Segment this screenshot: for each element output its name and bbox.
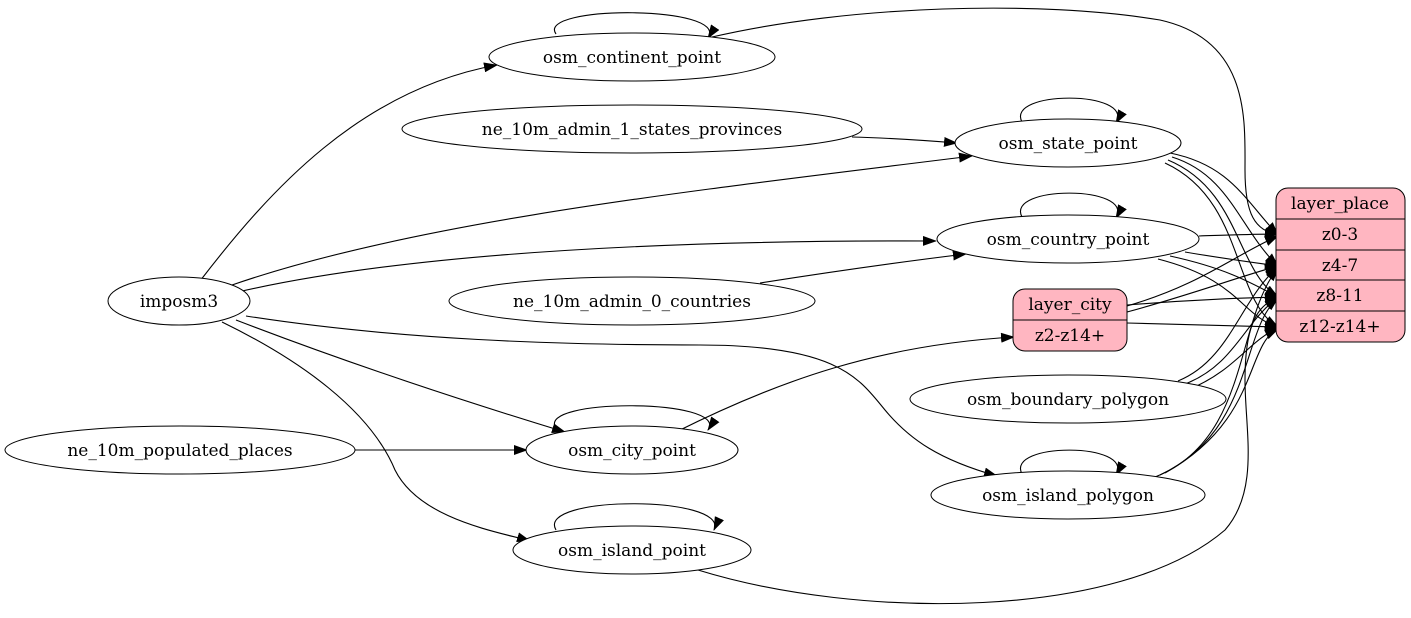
node-label: osm_state_point xyxy=(999,134,1138,154)
node-label: ne_10m_admin_1_states_provinces xyxy=(482,120,782,140)
node-ne_10m_populated_places[interactable]: ne_10m_populated_places xyxy=(4,425,356,475)
edge-osm_state_point-z12 xyxy=(1164,162,1279,328)
node-osm_island_point[interactable]: osm_island_point xyxy=(512,525,752,575)
edge-ne_10m_admin_0_countries-osm_country_point xyxy=(759,250,967,284)
edge-osm_city_point-layer_city xyxy=(675,332,1015,433)
node-label: osm_island_polygon xyxy=(982,486,1154,506)
edge-self-osm_city_point xyxy=(553,405,720,431)
node-osm_city_point[interactable]: osm_city_point xyxy=(525,425,739,475)
edge-osm_boundary_polygon-z12 xyxy=(1191,327,1279,389)
node-osm_island_polygon[interactable]: osm_island_polygon xyxy=(930,470,1206,520)
record-field: z4-7 xyxy=(1322,256,1358,276)
node-label: ne_10m_populated_places xyxy=(67,441,292,461)
edge-layer_city-z4-7 xyxy=(1126,264,1279,313)
record-field: z8-11 xyxy=(1316,286,1363,306)
edge-layer_city-z12 xyxy=(1126,321,1279,332)
edge-self-osm_island_point xyxy=(553,503,724,531)
node-label: osm_boundary_polygon xyxy=(967,390,1169,410)
node-osm_country_point[interactable]: osm_country_point xyxy=(936,214,1200,264)
edge-osm_state_point-z4-7 xyxy=(1171,156,1279,267)
edge-osm_boundary_polygon-z4-7 xyxy=(1177,266,1279,382)
edge-osm_country_point-z8-11 xyxy=(1169,255,1279,298)
edge-imposm3-osm_country_point xyxy=(237,235,937,293)
record-layer_place[interactable]: layer_place z0-3 z4-7 z8-11 z12-z14+ xyxy=(1275,187,1406,343)
record-layer_city[interactable]: layer_city z2-z14+ xyxy=(1012,288,1128,352)
node-osm_boundary_polygon[interactable]: osm_boundary_polygon xyxy=(909,374,1227,424)
edge-osm_boundary_polygon-z8-11 xyxy=(1184,297,1279,385)
node-label: ne_10m_admin_0_countries xyxy=(513,292,751,312)
edge-osm_state_point-z8-11 xyxy=(1167,159,1279,298)
edge-imposm3-osm_city_point xyxy=(235,319,566,433)
record-field: z12-z14+ xyxy=(1299,317,1380,337)
edge-osm_island_point-layer_place xyxy=(697,297,1279,605)
edge-osm_continent_point-layer_place xyxy=(711,7,1279,238)
node-label: osm_island_point xyxy=(558,541,706,561)
node-label: imposm3 xyxy=(140,292,218,312)
edge-imposm3-osm_state_point xyxy=(231,152,973,286)
node-osm_continent_point[interactable]: osm_continent_point xyxy=(488,32,776,82)
edge-osm_country_point-z4-7 xyxy=(1184,251,1279,270)
node-ne_10m_admin_0_countries[interactable]: ne_10m_admin_0_countries xyxy=(448,276,816,326)
node-label: osm_country_point xyxy=(987,230,1150,250)
edge-layer_city-z0-3 xyxy=(1126,235,1279,307)
edge-ne_10m_admin_1_states_provinces-osm_state_point xyxy=(851,136,958,147)
edges xyxy=(199,7,1279,605)
record-field: z2-z14+ xyxy=(1035,326,1105,346)
node-ne_10m_admin_1_states_provinces[interactable]: ne_10m_admin_1_states_provinces xyxy=(401,104,863,154)
edge-self-osm_continent_point xyxy=(553,12,720,39)
edge-osm_country_point-z0-3 xyxy=(1198,229,1279,240)
record-title: layer_place xyxy=(1291,194,1389,214)
edge-layer_city-z8-11 xyxy=(1126,292,1279,306)
node-label: osm_city_point xyxy=(568,441,696,461)
edge-self-osm_island_polygon xyxy=(1019,449,1127,476)
record-field: z0-3 xyxy=(1322,225,1358,245)
edge-imposm3-osm_island_point xyxy=(221,321,531,543)
node-imposm3[interactable]: imposm3 xyxy=(107,276,251,326)
edge-self-osm_country_point xyxy=(1019,192,1127,219)
record-title: layer_city xyxy=(1028,295,1112,315)
node-label: osm_continent_point xyxy=(543,48,721,68)
edge-self-osm_state_point xyxy=(1019,97,1127,124)
node-osm_state_point[interactable]: osm_state_point xyxy=(954,118,1182,168)
edge-osm_state_point-z0-3 xyxy=(1169,152,1279,236)
edge-imposm3-osm_continent_point xyxy=(199,62,498,282)
edge-imposm3-osm_island_polygon xyxy=(245,315,998,478)
